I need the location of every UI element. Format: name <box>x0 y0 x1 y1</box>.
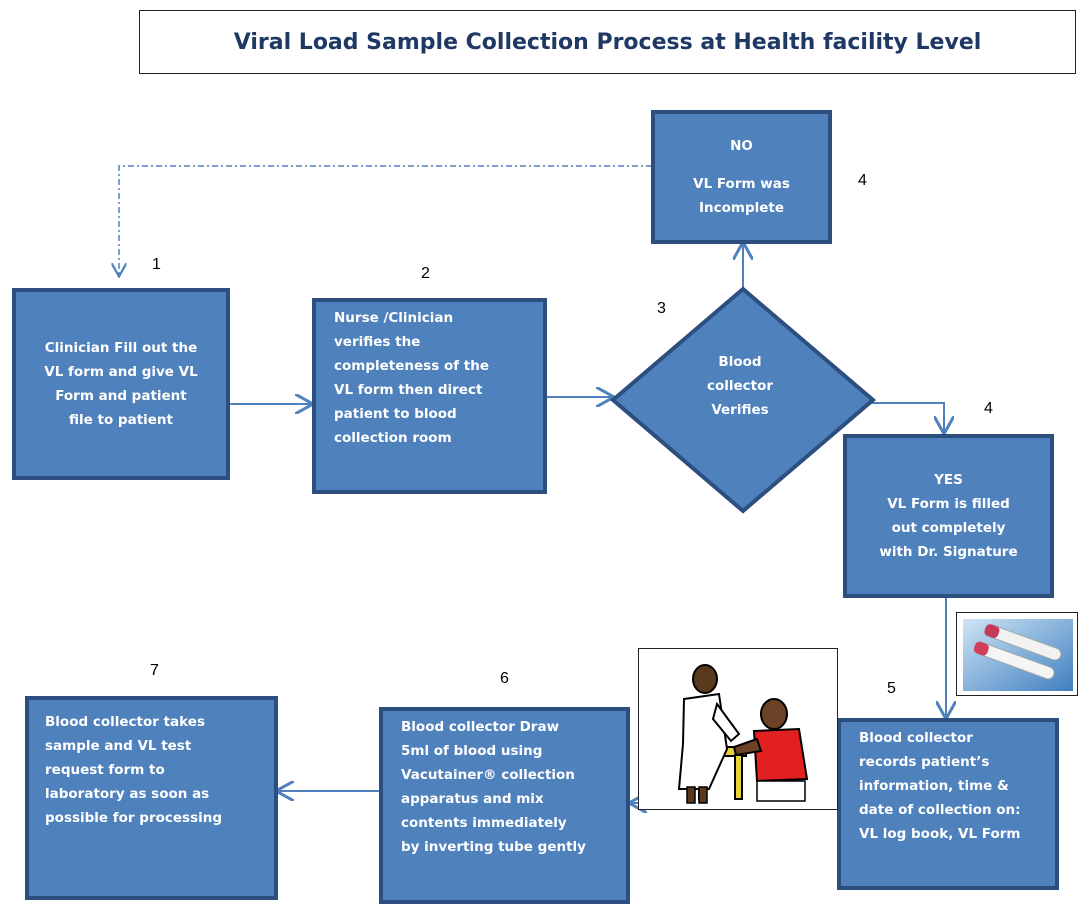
step-5-number: 5 <box>887 680 896 697</box>
step-4-no-box: NO VL Form was Incomplete <box>651 110 832 244</box>
step-4-no-number: 4 <box>858 172 867 189</box>
step-7-box: Blood collector takes sample and VL test… <box>25 696 278 900</box>
diagram-title: Viral Load Sample Collection Process at … <box>233 29 982 55</box>
decision-label: Blood collector Verifies <box>630 350 850 422</box>
step-4-yes-number: 4 <box>984 400 993 417</box>
step-1-number: 1 <box>152 256 161 273</box>
step-6-line: Blood collector Draw <box>401 719 560 735</box>
title-box: Viral Load Sample Collection Process at … <box>139 10 1076 74</box>
blood-tubes-drawing <box>963 619 1073 691</box>
no-line <box>665 158 818 172</box>
step-2-line: verifies the <box>334 334 421 350</box>
step-6-box: Blood collector Draw 5ml of blood using … <box>379 707 630 904</box>
step-6-line: contents immediately <box>401 815 567 831</box>
step-5-box: Blood collector records patient’s inform… <box>837 718 1059 890</box>
step-1-line: VL form and give VL <box>44 364 198 380</box>
step-5-line: VL log book, VL Form <box>859 826 1021 842</box>
step-3-number: 3 <box>657 300 666 317</box>
step-5-line: information, time & <box>859 778 1009 794</box>
no-line: NO <box>730 138 753 154</box>
step-6-number: 6 <box>500 670 509 687</box>
step-7-line: sample and VL test <box>45 738 192 754</box>
step-5-line: records patient’s <box>859 754 990 770</box>
step-2-line: patient to blood <box>334 406 457 422</box>
step-7-number: 7 <box>150 662 159 679</box>
feedback-arrow <box>119 165 652 275</box>
step-1-line: file to patient <box>69 412 173 428</box>
step-2-number: 2 <box>421 265 430 282</box>
step-2-line: VL form then direct <box>334 382 483 398</box>
step-5-line: Blood collector <box>859 730 973 746</box>
yes-line: VL Form is filled <box>887 496 1010 512</box>
yes-line: YES <box>934 472 963 488</box>
step-6-line: 5ml of blood using <box>401 743 543 759</box>
step-7-line: laboratory as soon as <box>45 786 210 802</box>
blood-draw-illustration <box>638 648 838 810</box>
step-1-line: Form and patient <box>55 388 187 404</box>
step-7-line: Blood collector takes <box>45 714 205 730</box>
decision-line: Blood <box>718 354 762 370</box>
no-line: VL Form was <box>693 176 790 192</box>
step-2-line: collection room <box>334 430 452 446</box>
decision-line: Verifies <box>711 402 769 418</box>
step-6-line: apparatus and mix <box>401 791 544 807</box>
step-4-yes-box: YES VL Form is filled out completely wit… <box>843 434 1054 598</box>
step-5-line: date of collection on: <box>859 802 1021 818</box>
step-7-line: request form to <box>45 762 165 778</box>
step-2-line: Nurse /Clinician <box>334 310 454 326</box>
step-6-line: by inverting tube gently <box>401 839 586 855</box>
blood-draw-drawing <box>677 664 809 804</box>
step-6-line: Vacutainer® collection <box>401 767 575 783</box>
yes-line: with Dr. Signature <box>879 544 1018 560</box>
step-1-line: Clinician Fill out the <box>44 340 198 356</box>
step-7-line: possible for processing <box>45 810 223 826</box>
decision-diamond <box>609 286 877 514</box>
step-2-box: Nurse /Clinician verifies the completene… <box>312 298 547 494</box>
step-2-line: completeness of the <box>334 358 490 374</box>
yes-line: out completely <box>891 520 1006 536</box>
step-1-box: Clinician Fill out the VL form and give … <box>12 288 230 480</box>
no-line: Incomplete <box>698 200 785 216</box>
blood-tubes-picture <box>956 612 1078 696</box>
decision-line: collector <box>706 378 774 394</box>
